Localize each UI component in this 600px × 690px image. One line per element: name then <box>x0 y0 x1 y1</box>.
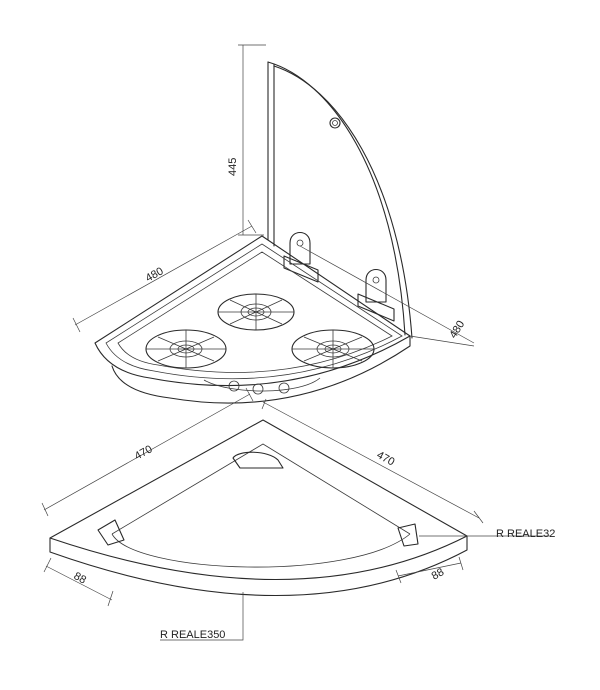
dim-hob-left: 480 <box>144 265 166 284</box>
burner-right <box>291 329 375 369</box>
lid-hinge-left <box>283 231 319 283</box>
hob-top <box>94 235 411 404</box>
dim-lid-height: 445 <box>227 158 239 176</box>
dim-frame-left: 470 <box>133 443 155 462</box>
dim-frame-right: 470 <box>375 449 397 468</box>
burner-left <box>145 329 227 369</box>
label-outer-radius: R REALE350 <box>160 629 225 641</box>
dim-band-right: 88 <box>430 566 447 582</box>
dimension-lines <box>41 44 550 641</box>
mounting-frame <box>49 419 468 597</box>
burner-back <box>217 293 295 331</box>
lid-hinge-right <box>357 268 395 322</box>
label-inner-radius: R REALE32 <box>496 528 555 540</box>
glass-lid <box>267 61 413 339</box>
dim-band-left: 88 <box>72 570 89 586</box>
